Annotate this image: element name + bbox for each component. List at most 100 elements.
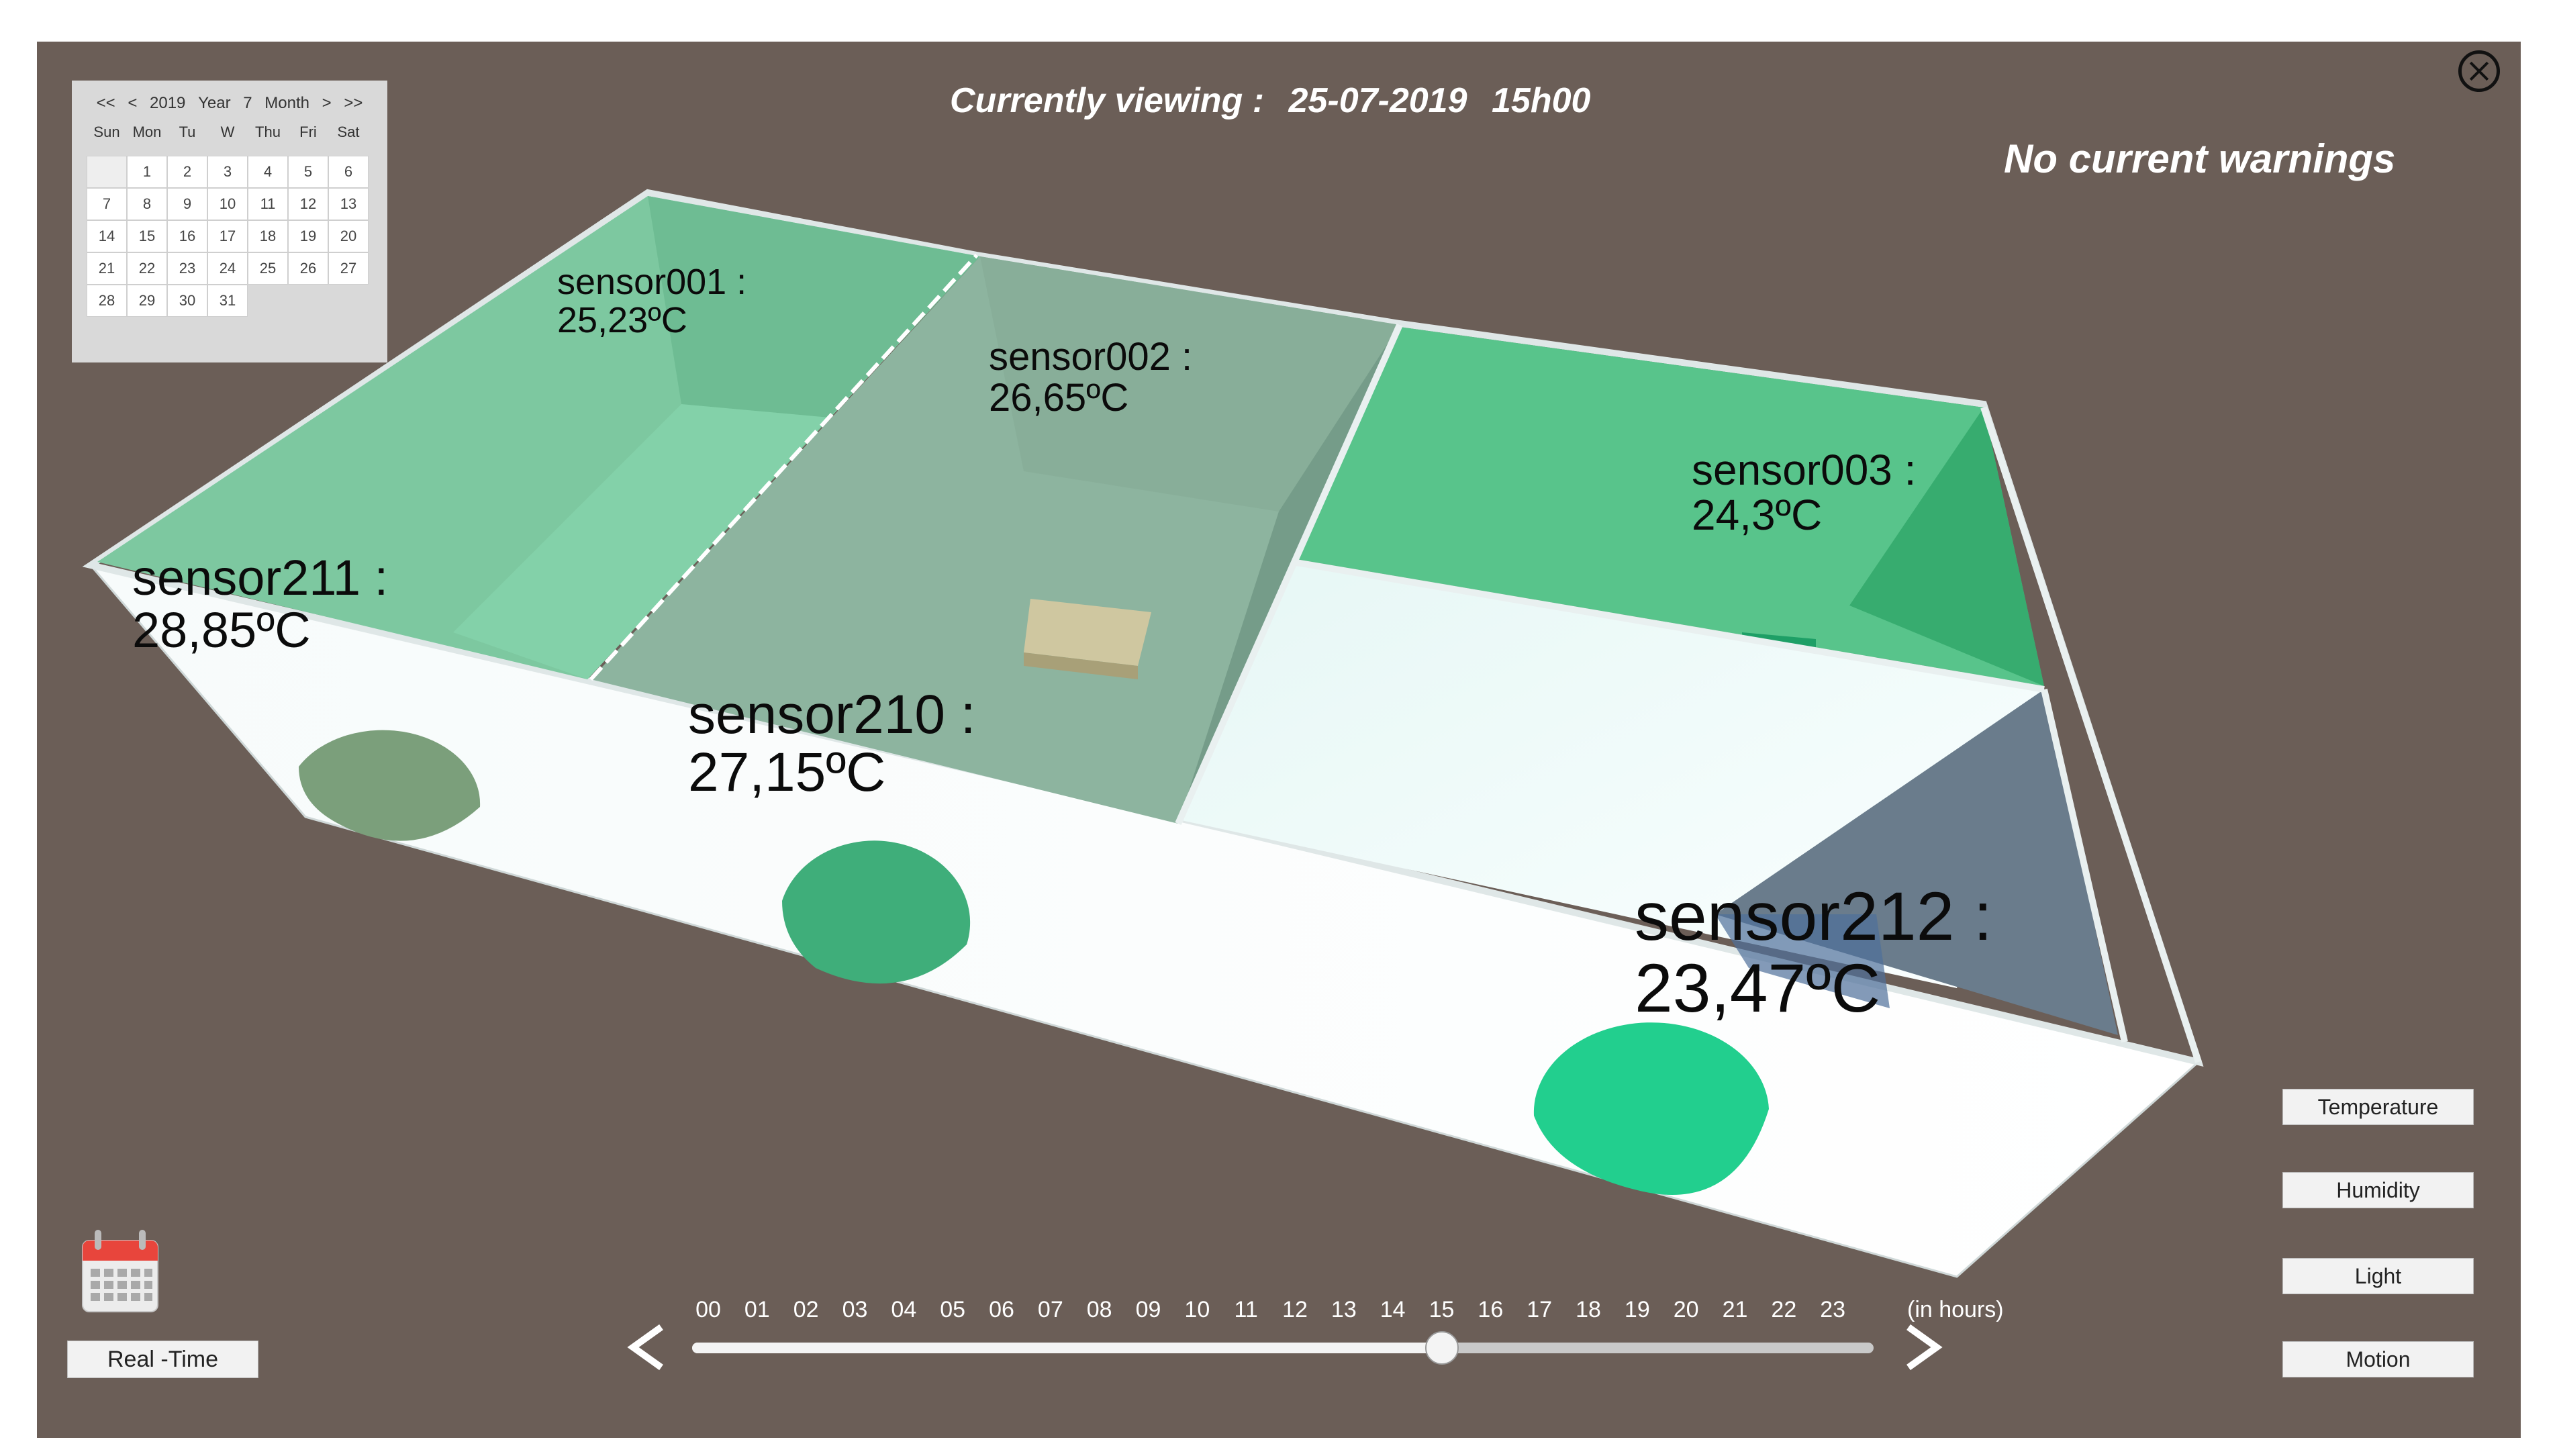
calendar-day[interactable]: 29 bbox=[127, 285, 167, 317]
hour-label: 18 bbox=[1576, 1297, 1601, 1322]
close-icon[interactable] bbox=[2458, 50, 2500, 92]
3d-viewport[interactable]: sensor001 : 25,23ºC sensor002 : 26,65ºC … bbox=[37, 42, 2521, 1438]
temperature-button[interactable]: Temperature bbox=[2282, 1089, 2474, 1125]
calendar-day[interactable]: 1 bbox=[127, 156, 167, 188]
sensor211-name: sensor211 : bbox=[132, 550, 389, 605]
sensor211-sphere[interactable] bbox=[299, 730, 481, 841]
hour-label: 19 bbox=[1624, 1297, 1650, 1322]
calendar-day[interactable]: 17 bbox=[207, 220, 248, 252]
light-button[interactable]: Light bbox=[2282, 1258, 2474, 1294]
calendar-day[interactable]: 24 bbox=[207, 252, 248, 285]
sensor003-value: 24,3ºC bbox=[1692, 491, 1823, 540]
prev-month-button[interactable]: < bbox=[128, 94, 138, 112]
calendar-day[interactable]: 13 bbox=[328, 188, 369, 220]
sensor002-name: sensor002 : bbox=[989, 335, 1193, 379]
sensor003-label: sensor003 : 24,3ºC bbox=[1692, 447, 1916, 540]
calendar-weekday: Tu bbox=[179, 124, 196, 140]
calendar-day[interactable]: 9 bbox=[167, 188, 207, 220]
hour-slider-fill bbox=[692, 1343, 1442, 1353]
calendar-day[interactable]: 20 bbox=[328, 220, 369, 252]
hour-label: 01 bbox=[744, 1297, 770, 1322]
calendar-day[interactable]: 2 bbox=[167, 156, 207, 188]
outer-wall-right bbox=[1980, 406, 2202, 1063]
inner-wall-1 bbox=[1175, 323, 1403, 826]
calendar-weekday: Fri bbox=[299, 124, 317, 140]
calendar-day[interactable]: 30 bbox=[167, 285, 207, 317]
building-rim bbox=[82, 189, 2204, 1067]
calendar-empty-cell bbox=[87, 156, 127, 188]
calendar-day[interactable]: 28 bbox=[87, 285, 127, 317]
hour-label: 15 bbox=[1429, 1297, 1455, 1322]
calendar-day[interactable]: 4 bbox=[248, 156, 288, 188]
calendar-weekday: Sun bbox=[93, 124, 120, 140]
calendar-day[interactable]: 11 bbox=[248, 188, 288, 220]
sensor002-label: sensor002 : 26,65ºC bbox=[989, 335, 1193, 419]
calendar-day[interactable]: 27 bbox=[328, 252, 369, 285]
room-white[interactable] bbox=[1181, 562, 2118, 1035]
sensor210-sphere[interactable] bbox=[782, 840, 971, 984]
hour-label: 00 bbox=[695, 1297, 721, 1322]
sensor211-label: sensor211 : 28,85ºC bbox=[132, 552, 388, 656]
sensor001-name: sensor001 : bbox=[557, 262, 747, 302]
calendar-day[interactable]: 5 bbox=[288, 156, 328, 188]
calendar-day[interactable]: 31 bbox=[207, 285, 248, 317]
calendar-day[interactable]: 14 bbox=[87, 220, 127, 252]
calendar-day[interactable]: 12 bbox=[288, 188, 328, 220]
calendar-day[interactable]: 15 bbox=[127, 220, 167, 252]
calendar-day[interactable]: 26 bbox=[288, 252, 328, 285]
currently-viewing: Currently viewing : 25-07-2019 15h00 bbox=[950, 81, 1605, 121]
hour-slider-thumb[interactable] bbox=[1425, 1331, 1459, 1365]
calendar-day[interactable]: 3 bbox=[207, 156, 248, 188]
hour-label: 22 bbox=[1771, 1297, 1797, 1322]
calendar-day[interactable]: 16 bbox=[167, 220, 207, 252]
chevron-left-icon[interactable] bbox=[621, 1320, 675, 1374]
sensor211-value: 28,85ºC bbox=[132, 601, 311, 658]
calendar-day[interactable]: 8 bbox=[127, 188, 167, 220]
calendar-day[interactable]: 21 bbox=[87, 252, 127, 285]
hour-label: 11 bbox=[1234, 1297, 1258, 1322]
calendar-weekday: Mon bbox=[132, 124, 162, 140]
mini-calendar: << < 2019 Year 7 Month > >> Sun Mon Tu W Thu… bbox=[72, 81, 387, 362]
viewing-time: 15h00 bbox=[1491, 81, 1591, 120]
hour-label: 16 bbox=[1478, 1297, 1504, 1322]
realtime-button[interactable]: Real -Time bbox=[67, 1341, 258, 1378]
next-month-button[interactable]: > bbox=[322, 94, 332, 112]
calendar-icon[interactable] bbox=[80, 1226, 160, 1314]
sensor212-label: sensor212 : 23,47ºC bbox=[1635, 878, 1993, 1027]
hour-label: 04 bbox=[891, 1297, 917, 1322]
chevron-right-icon[interactable] bbox=[1895, 1320, 1949, 1374]
calendar-header: << < 2019 Year 7 Month > >> bbox=[72, 94, 387, 113]
hour-label: 02 bbox=[793, 1297, 819, 1322]
hour-label: 12 bbox=[1282, 1297, 1308, 1322]
calendar-day[interactable]: 18 bbox=[248, 220, 288, 252]
calendar-weekday: Sat bbox=[337, 124, 360, 140]
sensor212-value: 23,47ºC bbox=[1635, 950, 1881, 1027]
motion-button[interactable]: Motion bbox=[2282, 1341, 2474, 1377]
calendar-day[interactable]: 23 bbox=[167, 252, 207, 285]
next-year-button[interactable]: >> bbox=[344, 94, 363, 112]
prev-year-button[interactable]: << bbox=[96, 94, 115, 112]
hour-label: 06 bbox=[989, 1297, 1014, 1322]
calendar-weekday: W bbox=[220, 124, 235, 140]
building-3d-model[interactable] bbox=[37, 42, 2521, 1438]
calendar-weekday: Thu bbox=[255, 124, 281, 140]
calendar-month-label: Month bbox=[264, 94, 309, 112]
hour-label: 09 bbox=[1135, 1297, 1161, 1322]
sensor212-name: sensor212 : bbox=[1635, 878, 1993, 955]
calendar-day[interactable]: 10 bbox=[207, 188, 248, 220]
calendar-day[interactable]: 22 bbox=[127, 252, 167, 285]
sensor210-label: sensor210 : 27,15ºC bbox=[688, 685, 976, 802]
calendar-day[interactable]: 25 bbox=[248, 252, 288, 285]
divider-wall bbox=[589, 253, 979, 681]
calendar-day[interactable]: 19 bbox=[288, 220, 328, 252]
calendar-day[interactable]: 7 bbox=[87, 188, 127, 220]
humidity-button[interactable]: Humidity bbox=[2282, 1172, 2474, 1208]
hour-slider[interactable] bbox=[692, 1331, 1874, 1365]
sensor001-value: 25,23ºC bbox=[557, 299, 687, 340]
room-sensor001[interactable] bbox=[97, 196, 980, 679]
calendar-day[interactable]: 6 bbox=[328, 156, 369, 188]
sensor212-sphere[interactable] bbox=[1533, 1022, 1769, 1195]
calendar-weekdays: Sun Mon Tu W Thu Fri Sat bbox=[87, 124, 369, 141]
